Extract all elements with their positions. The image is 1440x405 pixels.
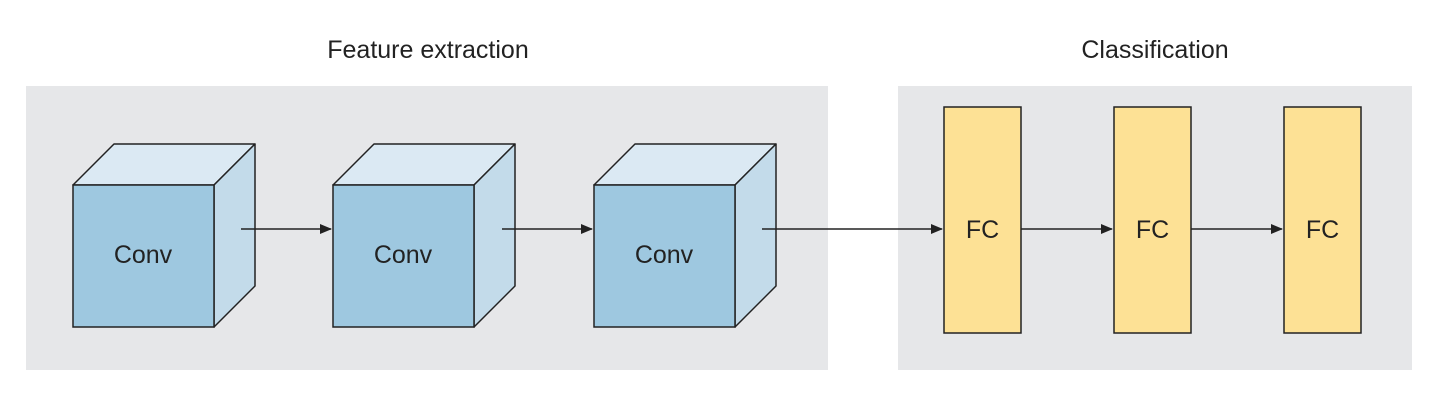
conv-block-1-front-face [72,184,215,328]
conv-block-3-label: Conv [635,241,694,269]
feature-extraction-title: Feature extraction [327,36,529,64]
conv-block-2-label: Conv [374,241,433,269]
conv-block-2: Conv [332,143,516,328]
fc-block-3-box [1283,106,1362,334]
classification-title: Classification [1081,36,1228,64]
conv-block-3: Conv [593,143,777,328]
conv-block-1-label: Conv [114,241,173,269]
fc-block-1: FC [943,106,1022,334]
fc-block-1-box [943,106,1022,334]
fc-block-1-label: FC [966,216,999,244]
conv-block-1: Conv [72,143,256,328]
fc-block-3-label: FC [1306,216,1339,244]
fc-block-3: FC [1283,106,1362,334]
conv-block-2-front-face [332,184,475,328]
conv-block-3-front-face [593,184,736,328]
fc-block-2-box [1113,106,1192,334]
fc-block-2-label: FC [1136,216,1169,244]
fc-block-2: FC [1113,106,1192,334]
